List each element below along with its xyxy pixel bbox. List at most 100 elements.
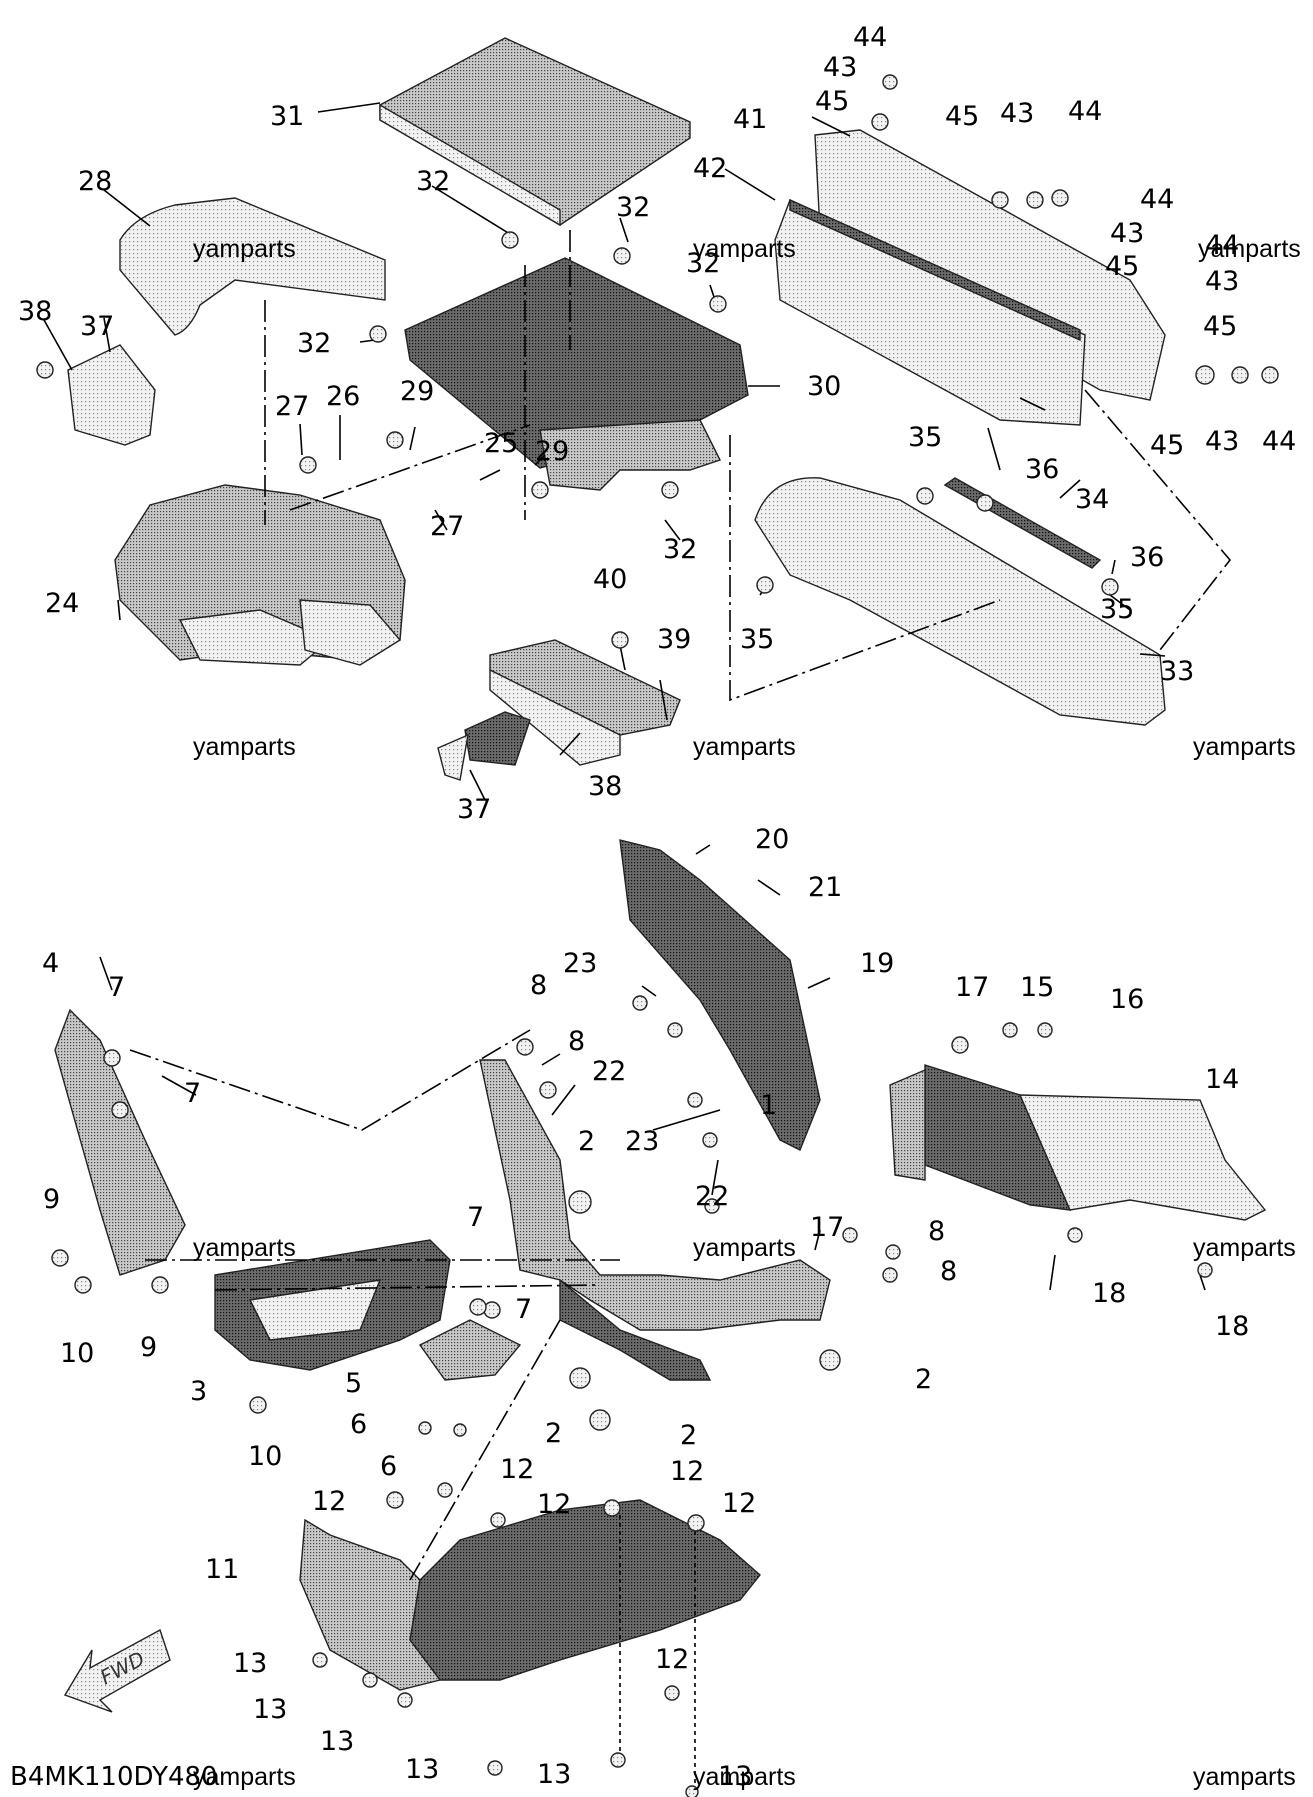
- callout-38: 38: [588, 771, 622, 802]
- watermark: yamparts: [193, 1234, 296, 1262]
- callout-7: 7: [515, 1294, 532, 1325]
- callout-12: 12: [500, 1454, 534, 1485]
- part-19-side-panel: [619, 839, 821, 1151]
- callout-22: 22: [695, 1181, 729, 1212]
- callout-45: 45: [945, 101, 979, 132]
- callout-36: 36: [1025, 454, 1059, 485]
- part-39-plate: [489, 639, 681, 766]
- callout-32: 32: [686, 248, 720, 279]
- callout-29: 29: [535, 436, 569, 467]
- callout-43: 43: [1205, 426, 1239, 457]
- callout-28: 28: [78, 166, 112, 197]
- callout-39: 39: [657, 624, 691, 655]
- assembly-lines: [129, 230, 1232, 1790]
- callout-12: 12: [312, 1486, 346, 1517]
- callout-30: 30: [807, 371, 841, 402]
- callout-8: 8: [928, 1216, 945, 1247]
- callout-26: 26: [326, 381, 360, 412]
- callout-5: 5: [345, 1368, 362, 1399]
- part-1-frame: [479, 1059, 831, 1381]
- callout-18: 18: [1215, 1311, 1249, 1342]
- callout-35: 35: [1100, 594, 1134, 625]
- callout-20: 20: [755, 824, 789, 855]
- callout-22: 22: [592, 1056, 626, 1087]
- callout-19: 19: [860, 948, 894, 979]
- callout-27: 27: [430, 511, 464, 542]
- callout-13: 13: [233, 1648, 267, 1679]
- callout-14: 14: [1205, 1064, 1239, 1095]
- callout-37: 37: [457, 794, 491, 825]
- part-24-housing: [114, 484, 406, 666]
- part-37-bracket-upper: [67, 344, 156, 446]
- callout-6: 6: [380, 1451, 397, 1482]
- callout-35: 35: [908, 422, 942, 453]
- callout-43: 43: [1205, 266, 1239, 297]
- callout-43: 43: [823, 52, 857, 83]
- watermark: yamparts: [1198, 235, 1301, 263]
- callout-17: 17: [955, 972, 989, 1003]
- callout-25: 25: [484, 428, 518, 459]
- callout-40: 40: [593, 564, 627, 595]
- callout-1: 1: [760, 1090, 777, 1121]
- callout-45: 45: [1105, 251, 1139, 282]
- part-30-main-cover: [404, 257, 749, 491]
- watermark: yamparts: [693, 733, 796, 761]
- callout-38: 38: [18, 296, 52, 327]
- watermark: yamparts: [193, 235, 296, 263]
- callout-8: 8: [568, 1026, 585, 1057]
- watermark: yamparts: [693, 1234, 796, 1262]
- watermark: yamparts: [1193, 1234, 1296, 1262]
- callout-43: 43: [1000, 98, 1034, 129]
- callout-42: 42: [693, 153, 727, 184]
- callout-32: 32: [616, 192, 650, 223]
- callout-17: 17: [810, 1212, 844, 1243]
- callout-15: 15: [1020, 972, 1054, 1003]
- callout-6: 6: [350, 1409, 367, 1440]
- part-5-plate: [418, 1319, 522, 1381]
- callout-13: 13: [718, 1761, 752, 1792]
- fwd-arrow: FWD: [63, 1628, 171, 1713]
- fasteners: [36, 74, 1279, 1797]
- callout-12: 12: [670, 1456, 704, 1487]
- callout-9: 9: [43, 1184, 60, 1215]
- callout-29: 29: [400, 376, 434, 407]
- callout-8: 8: [530, 970, 547, 1001]
- callout-13: 13: [320, 1726, 354, 1757]
- watermarks: yamparts yamparts yamparts yamparts yamp…: [193, 235, 1301, 1791]
- callout-11: 11: [205, 1554, 239, 1585]
- callout-labels: 1 2 2 2 2 3 4 5 6 6 7 7 7 7 8 8 8 8 9 9 …: [18, 22, 1296, 1792]
- callout-18: 18: [1092, 1278, 1126, 1309]
- callout-21: 21: [808, 872, 842, 903]
- callout-36: 36: [1130, 542, 1164, 573]
- callout-12: 12: [537, 1489, 571, 1520]
- callout-45: 45: [815, 86, 849, 117]
- callout-32: 32: [297, 328, 331, 359]
- callout-33: 33: [1160, 656, 1194, 687]
- callout-41: 41: [733, 104, 767, 135]
- callout-4: 4: [42, 948, 59, 979]
- part-4-side-panel: [54, 1008, 186, 1276]
- diagram-code: B4MK110DY480: [10, 1762, 218, 1792]
- callout-12: 12: [655, 1644, 689, 1675]
- callout-44: 44: [1205, 230, 1239, 261]
- watermark: yamparts: [693, 1763, 796, 1791]
- watermark: yamparts: [693, 235, 796, 263]
- callout-10: 10: [60, 1338, 94, 1369]
- part-11-skid-plate: [299, 1499, 761, 1691]
- callout-24: 24: [45, 588, 79, 619]
- callout-44: 44: [1262, 426, 1296, 457]
- callout-2: 2: [680, 1420, 697, 1451]
- callout-45: 45: [1203, 311, 1237, 342]
- callout-45: 45: [1150, 430, 1184, 461]
- callout-34: 34: [1075, 484, 1109, 515]
- callout-13: 13: [537, 1759, 571, 1790]
- part-14-side-panel: [889, 1064, 1267, 1221]
- callout-7: 7: [184, 1078, 201, 1109]
- callout-27: 27: [275, 391, 309, 422]
- callout-37: 37: [80, 311, 114, 342]
- callout-13: 13: [405, 1754, 439, 1785]
- watermark: yamparts: [1193, 1763, 1296, 1791]
- callout-12: 12: [722, 1488, 756, 1519]
- part-3-bumper: [214, 1239, 451, 1371]
- callout-13: 13: [253, 1694, 287, 1725]
